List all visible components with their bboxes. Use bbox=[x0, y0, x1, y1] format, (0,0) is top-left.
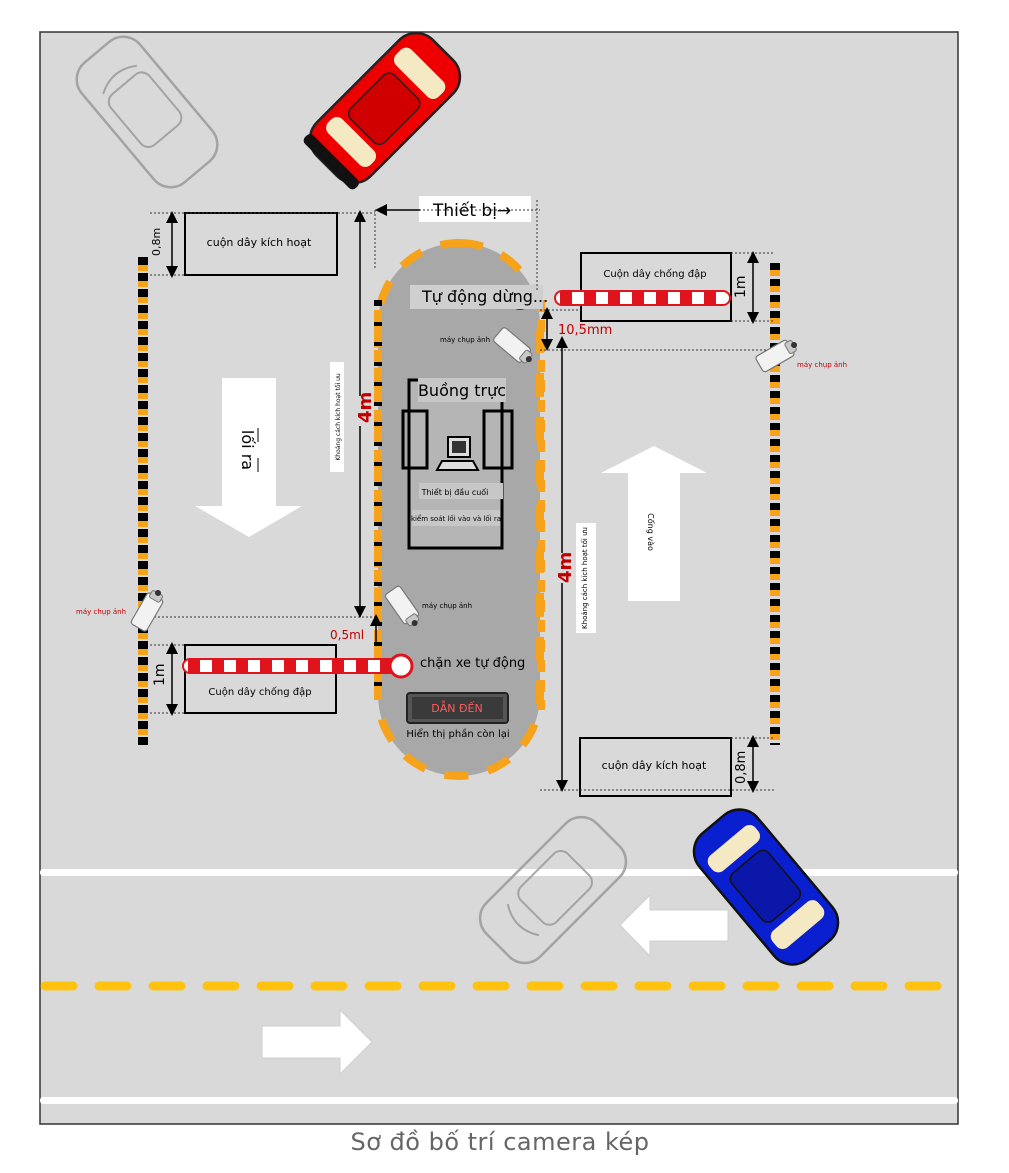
terminal-label-line1: Thiết bị đầu cuối bbox=[421, 487, 489, 498]
entry-arrow bbox=[601, 446, 707, 601]
car-blue bbox=[692, 808, 840, 966]
lane-line-bottom bbox=[40, 1097, 958, 1104]
dim-08m-left: 0,8m bbox=[150, 228, 163, 256]
computer-terminal-icon bbox=[435, 436, 480, 471]
car-ghost-bottom bbox=[478, 815, 628, 965]
camera-label-1: máy chụp ảnh bbox=[440, 336, 490, 344]
dim-1m-left: 1m bbox=[152, 663, 168, 686]
exit-arrow bbox=[195, 378, 302, 537]
booth-label: Buồng trực bbox=[418, 381, 506, 400]
barrier-arm-bottom bbox=[182, 653, 414, 679]
trigger-coil-left-label: cuộn dây kích hoạt bbox=[207, 236, 312, 249]
anti-crash-coil-left bbox=[184, 644, 337, 714]
display-screen-text: DẪN ĐẾN bbox=[431, 700, 482, 715]
road-arrow-left bbox=[619, 893, 729, 958]
booth-door-left bbox=[401, 409, 429, 470]
road-arrow-right bbox=[261, 1008, 373, 1076]
camera-label-2: máy chụp ảnh bbox=[797, 361, 847, 369]
dim-105mm: 10,5mm bbox=[558, 323, 612, 338]
display-label: Hiển thị phần còn lại bbox=[406, 727, 509, 740]
anti-crash-coil-left-label: Cuộn dây chống đập bbox=[208, 686, 311, 698]
distance-label-left: Khoảng cách kích hoạt tối ưu bbox=[335, 373, 342, 461]
terminal-label-line2: kiểm soát lối vào và lối ra bbox=[411, 514, 501, 523]
auto-stop-label: Tự động dừng... bbox=[421, 287, 548, 306]
entrance-label: Cổng vào bbox=[646, 513, 656, 551]
dim-05m: 0,5ml bbox=[330, 628, 364, 642]
exit-label: lối ra bbox=[238, 430, 257, 470]
dimension-guides bbox=[150, 200, 775, 791]
camera-label-3: máy chụp ảnh bbox=[76, 608, 126, 616]
anti-crash-coil-right-label: Cuộn dây chống đập bbox=[603, 268, 706, 280]
anti-crash-coil-right bbox=[580, 252, 732, 322]
trigger-coil-right-label: cuộn dây kích hoạt bbox=[602, 759, 707, 772]
distance-label-right: Khoảng cách kích hoạt tối ưu bbox=[581, 527, 589, 629]
dim-1m-right: 1m bbox=[733, 275, 749, 298]
trigger-coil-right bbox=[579, 737, 732, 797]
car-ghost-top-left bbox=[75, 35, 219, 189]
camera-label-4: máy chụp ảnh bbox=[422, 602, 472, 610]
dim-4m-left: 4m bbox=[355, 392, 376, 423]
booth-door-right bbox=[482, 409, 514, 470]
trigger-coil-left bbox=[184, 212, 338, 276]
dim-08m-right: 0,8m bbox=[734, 751, 749, 784]
lane-line-top bbox=[40, 869, 958, 876]
car-red bbox=[303, 31, 462, 190]
barrier-label: chặn xe tự động bbox=[420, 656, 525, 671]
diagram-caption: Sơ đồ bố trí camera kép bbox=[350, 1128, 650, 1156]
dim-4m-right: 4m bbox=[555, 552, 576, 583]
